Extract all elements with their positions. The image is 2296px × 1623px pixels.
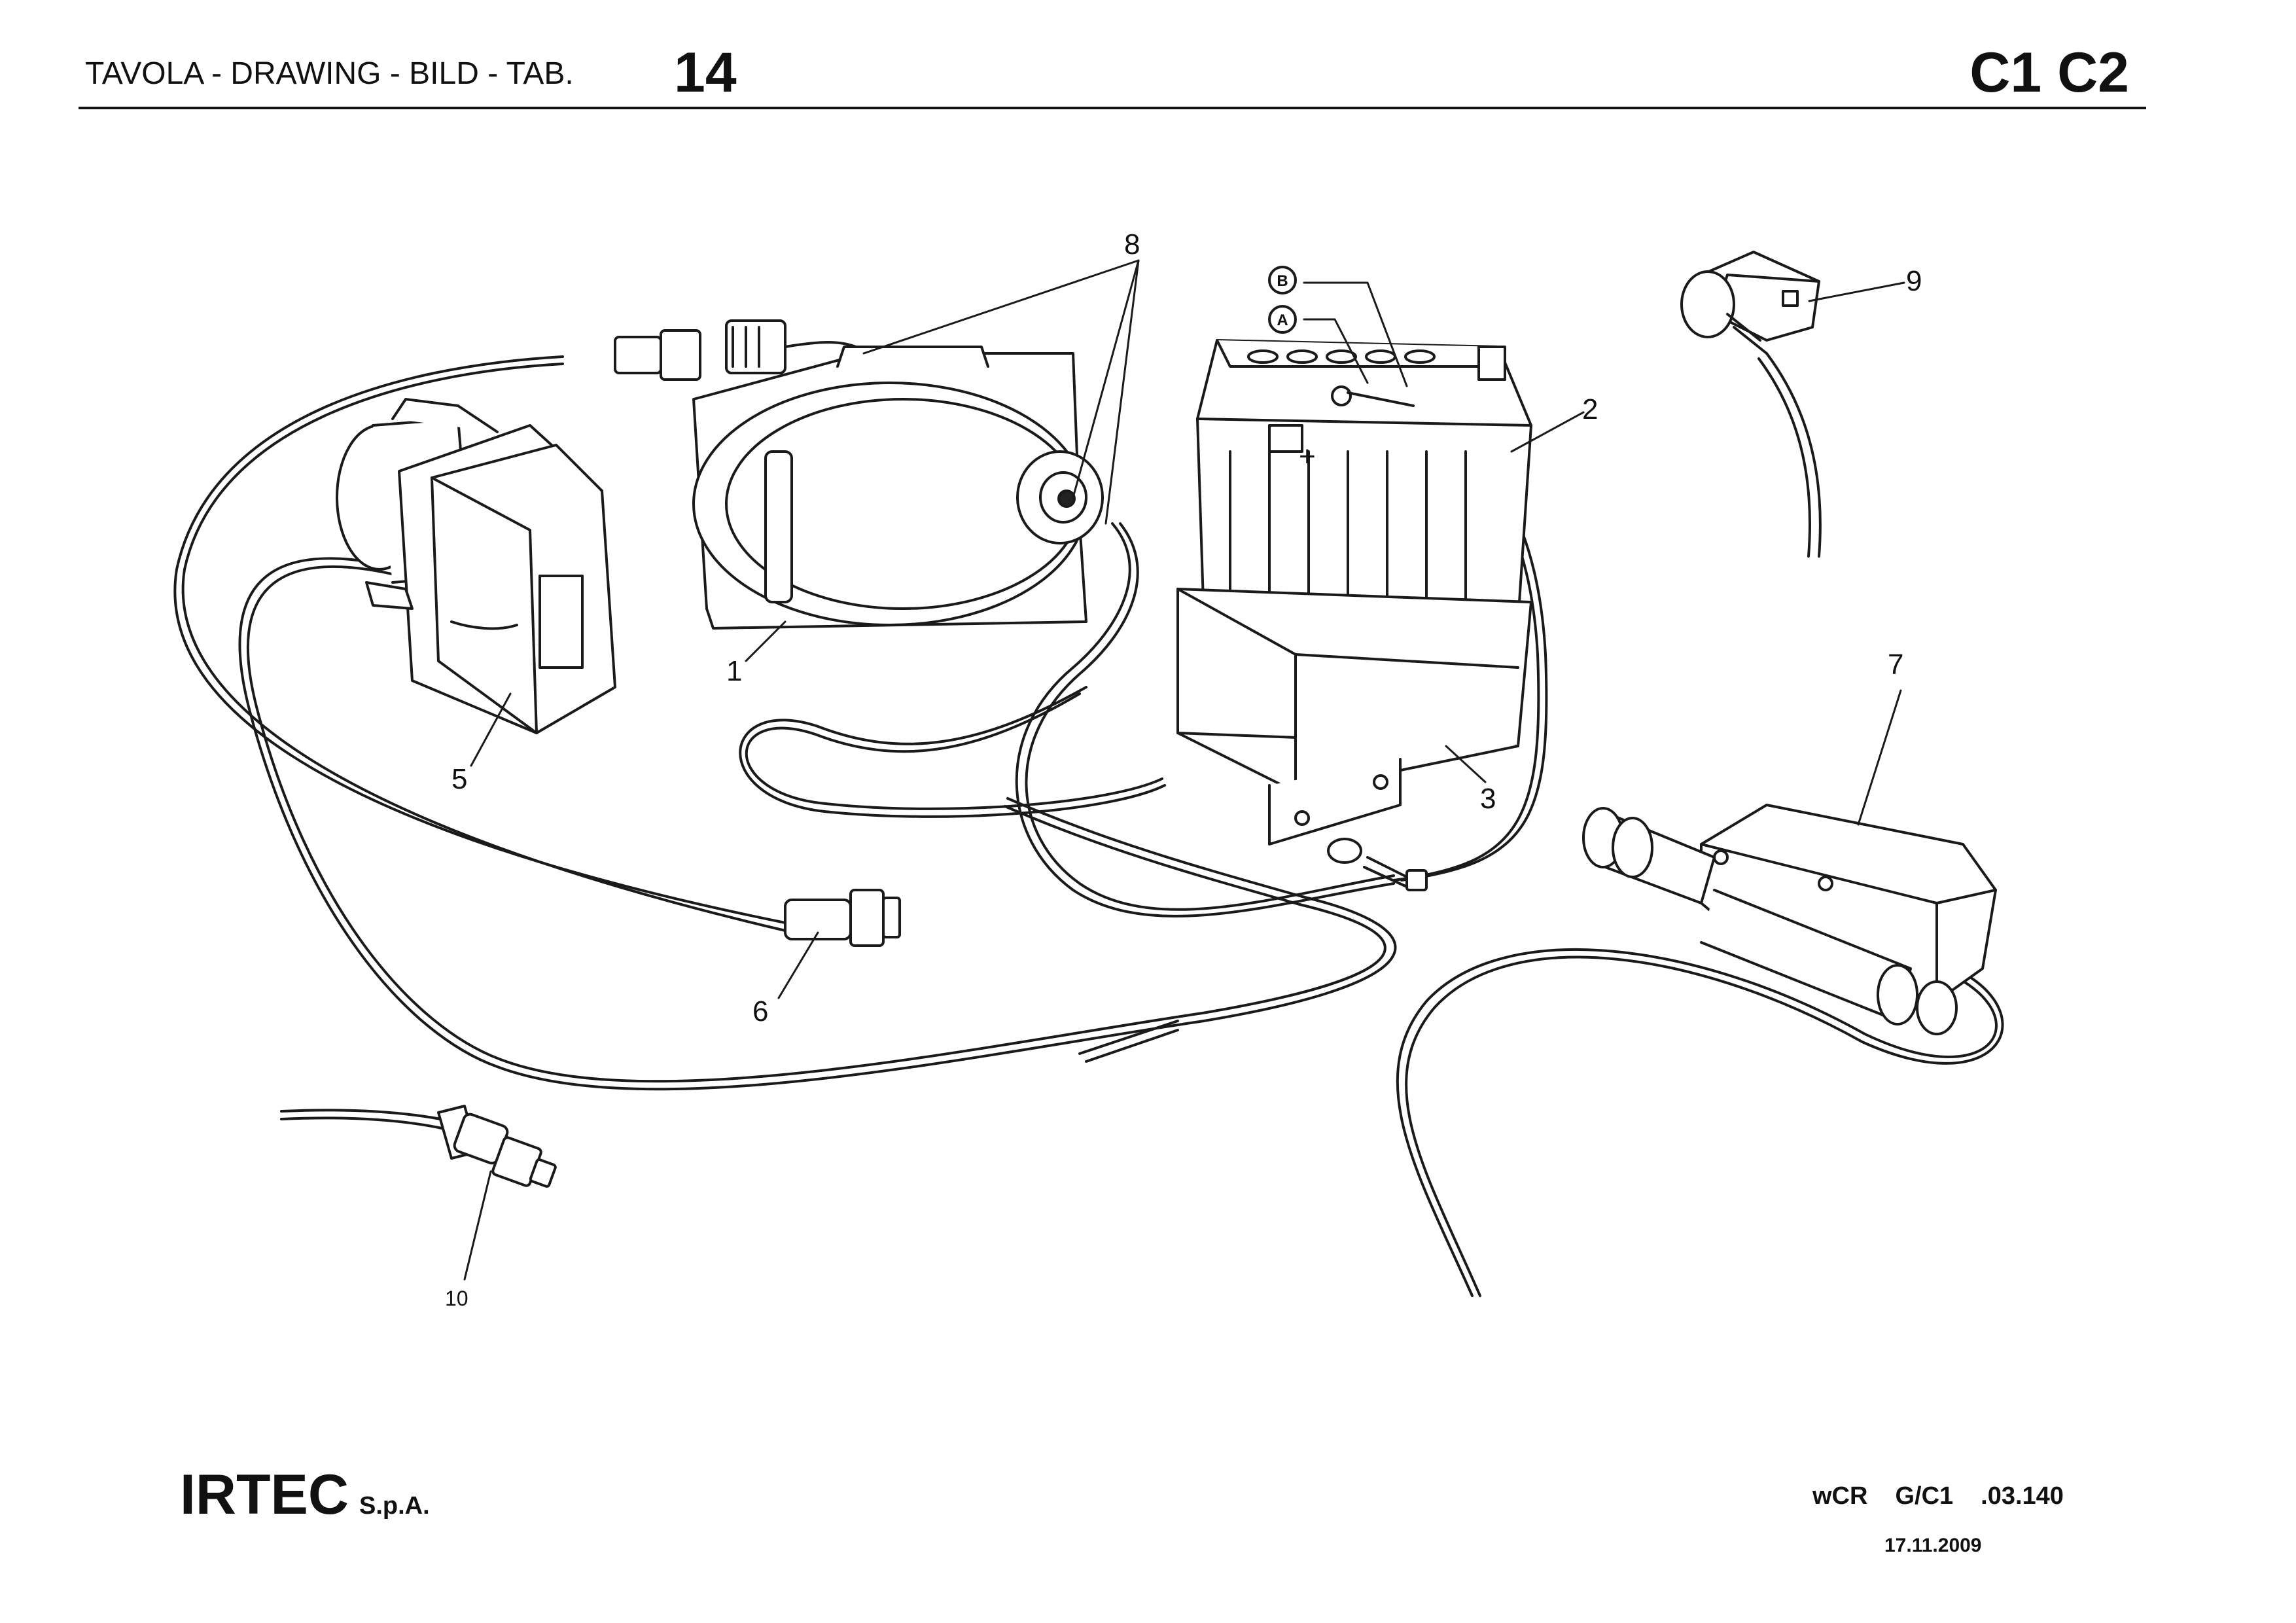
callout-1: 1 [726, 655, 742, 687]
terminal-marker-a-label: A [1277, 312, 1288, 329]
header-title: TAVOLA - DRAWING - BILD - TAB. [85, 56, 574, 91]
battery-plus-sign: + [1299, 440, 1316, 473]
callout-2: 2 [1582, 393, 1598, 425]
callout-8: 7 [1888, 649, 1903, 681]
part-6-sensor [784, 889, 901, 947]
company-suffix: S.p.A. [359, 1492, 430, 1520]
callout-5: 5 [451, 763, 467, 795]
part-9-connector [1680, 251, 1820, 355]
code-wcr: wCR [1812, 1482, 1868, 1510]
wiring-harness [173, 319, 2004, 1297]
drawing-date: 17.11.2009 [1884, 1535, 1982, 1556]
company-block: IRTEC S.p.A. [180, 1463, 430, 1527]
callout-7: 8 [1124, 228, 1140, 260]
model-code: C1 C2 [1969, 41, 2129, 104]
part-3-battery-tray [1176, 588, 1532, 891]
drawing-code: wCR G/C1 .03.140 [1812, 1482, 2091, 1510]
callout-6: 6 [752, 995, 768, 1027]
part-10-pressure-switch [437, 1105, 557, 1188]
company-name: IRTEC [180, 1463, 349, 1526]
terminal-marker-a [1268, 305, 1297, 334]
header-rule [79, 107, 2146, 109]
code-gc1: G/C1 [1895, 1482, 1954, 1510]
part-5-control-box [336, 398, 616, 734]
code-number: .03.140 [1981, 1482, 2064, 1510]
callout-labels: 8 1 2 3 5 6 7 9 10 [445, 228, 1922, 1310]
leader-lines [463, 259, 1905, 1281]
table-number: 14 [674, 41, 737, 104]
callout-9: 9 [1906, 265, 1922, 297]
terminal-markers: B A [1268, 266, 1297, 334]
terminal-marker-b-label: B [1277, 272, 1288, 290]
part-8-actuator [1582, 804, 1997, 1035]
callout-3: 3 [1480, 783, 1496, 815]
part-1-motor-unit [692, 346, 1104, 630]
terminal-marker-b [1268, 266, 1297, 294]
part-2-battery [1196, 339, 1532, 623]
callout-10: 10 [445, 1287, 468, 1310]
